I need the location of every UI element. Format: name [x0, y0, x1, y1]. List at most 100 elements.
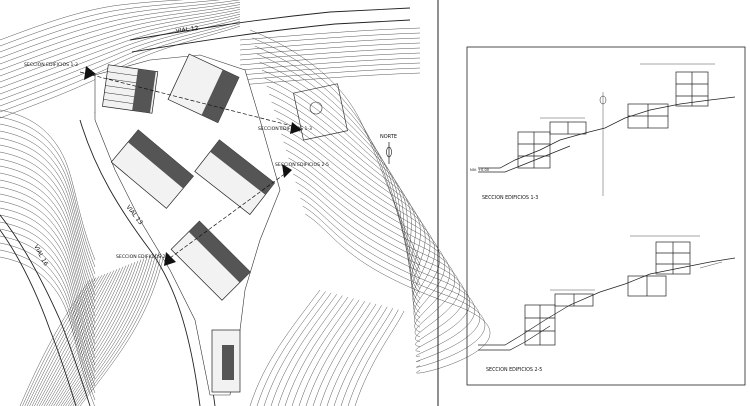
contour-line [0, 151, 96, 303]
contour-line [239, 52, 421, 66]
contour-line [291, 298, 354, 406]
north-label: NORTE [380, 134, 397, 140]
contour-line [0, 23, 241, 113]
north-arrow-head [386, 146, 392, 158]
contour-line [249, 289, 321, 406]
sections-frame [466, 46, 746, 386]
contour-line [0, 13, 241, 89]
contour-line [239, 37, 421, 51]
topographic-contours [0, 0, 491, 406]
contour-line [39, 270, 115, 406]
level-tag: NIV. +0.00 [470, 168, 490, 172]
contour-line [43, 267, 121, 406]
contour-line [305, 301, 365, 406]
contour-line [266, 85, 421, 294]
contour-line [319, 303, 377, 406]
contour-line [0, 137, 96, 289]
contour-line [70, 254, 154, 406]
contour-line [297, 189, 475, 357]
contour-line [263, 292, 332, 406]
site-plan: VIAL 12 VIAL 13 VIAL 16 SECCION EDIFICIO… [0, 0, 491, 406]
unit-divider [103, 99, 134, 104]
contour-line [53, 263, 133, 406]
contour-line [77, 251, 163, 406]
road-vial-12-edge [131, 19, 411, 53]
contour-line [0, 16, 241, 95]
road-label-vial-16: VIAL 16 [32, 244, 49, 268]
contour-line [302, 205, 485, 368]
contour-line [239, 67, 421, 81]
contour-line [0, 130, 96, 282]
contour-line [48, 265, 127, 406]
building-roof-dark [210, 139, 275, 195]
building-roof-dark [201, 69, 240, 123]
contour-line [63, 258, 145, 406]
contour-line [276, 117, 431, 313]
section-caption-1-3: SECCION EDIFICIOS 1-3 [482, 195, 538, 201]
section-label-2-5-right: SECCION EDIFICIOS 2-5 [275, 162, 329, 168]
contour-line [0, 235, 96, 387]
contour-line [256, 291, 326, 406]
unit-grid [103, 71, 138, 104]
contour-line [55, 261, 136, 406]
contour-line [273, 109, 426, 309]
building-roof-dark [132, 68, 156, 114]
contour-line [293, 173, 465, 347]
contour-line [0, 172, 96, 324]
contour-line [0, 0, 184, 41]
contour-line [254, 45, 421, 270]
north-arrow: NORTE [380, 134, 397, 164]
contour-line [67, 255, 151, 406]
contour-line [26, 276, 100, 406]
contour-line [278, 125, 435, 318]
contour-line [29, 275, 103, 406]
contour-line [239, 72, 421, 86]
contour-line [34, 272, 109, 406]
terrain-profile-lower [478, 145, 571, 173]
unit-divider [105, 85, 136, 90]
contour-line [0, 249, 96, 401]
contour-line [249, 29, 421, 261]
contour-line [0, 109, 96, 261]
unit-divider [107, 71, 138, 77]
dimension-line [699, 261, 723, 269]
contour-line [239, 32, 421, 46]
contour-line [326, 305, 382, 406]
contour-line [0, 0, 241, 53]
contour-line [298, 299, 360, 406]
contour-line [24, 277, 97, 406]
contour-line [239, 57, 421, 71]
contour-line [281, 133, 440, 323]
contour-line [0, 158, 96, 310]
contour-line [19, 279, 91, 406]
contour-line [36, 271, 112, 406]
contour-line [269, 93, 421, 299]
contour-line [354, 310, 405, 406]
section-label-1-3-left: SECCION EDIFICIOS 1-3 [24, 62, 78, 68]
contour-line [0, 214, 96, 366]
sections-sheet: NIV. +0.00 SECCION EDIFICIOS 1-3 SECCION… [466, 46, 746, 386]
section-markers [84, 66, 302, 266]
section-label-2-5-left: SECCION EDIFICIOS 2-5 [116, 254, 170, 260]
contour-line [0, 6, 241, 71]
section-caption-2-5: SECCION EDIFICIOS 2-5 [486, 367, 542, 373]
building-roof-dark [188, 221, 251, 283]
contour-line [0, 123, 96, 275]
building-roof-dark [222, 345, 234, 380]
contour-line [261, 69, 421, 285]
contour-line [0, 165, 96, 317]
contour-line [0, 207, 96, 359]
contour-line [0, 0, 221, 47]
road-vial-16-edge [0, 214, 91, 406]
amenity-area [293, 83, 348, 141]
contour-line [41, 269, 118, 406]
contour-line [0, 116, 96, 268]
contour-line [31, 273, 106, 406]
contour-line [300, 197, 480, 362]
terrain-profile-lower [478, 325, 551, 351]
contour-line [340, 308, 393, 406]
contour-line [277, 295, 343, 406]
amenity-feature [309, 101, 323, 115]
building-roof-dark [127, 129, 194, 189]
